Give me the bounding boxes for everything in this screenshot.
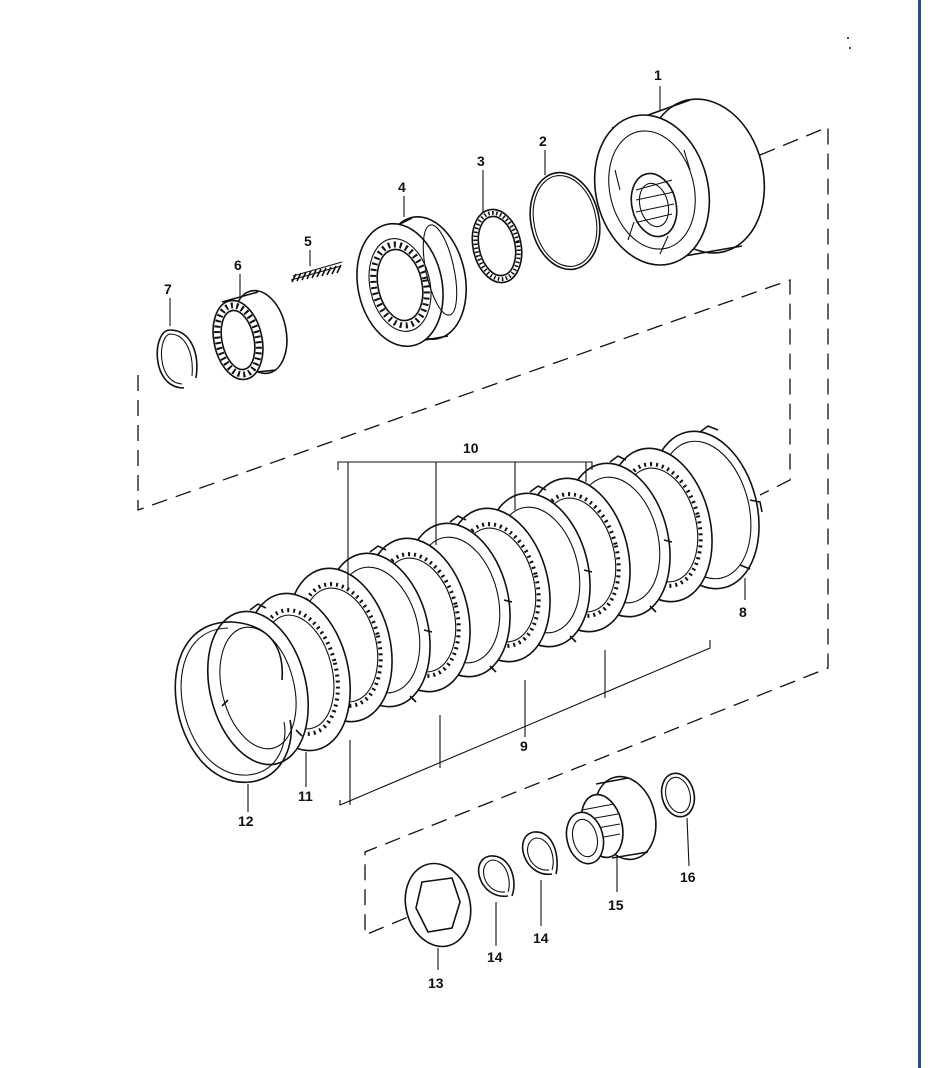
assembly-dashed-lines <box>137 126 829 936</box>
callout-3: 3 <box>477 153 485 169</box>
part-1-clutch-drum <box>593 98 766 266</box>
part-13-thrust-washer <box>404 862 472 948</box>
clutch-disc-pack <box>206 425 763 766</box>
callout-12: 12 <box>238 813 254 829</box>
callout-14b: 14 <box>533 930 549 946</box>
right-page-edge <box>918 0 934 1068</box>
part-16-small-ring <box>660 772 696 818</box>
callout-14a: 14 <box>487 949 503 965</box>
callout-4: 4 <box>398 179 406 195</box>
part-4-piston <box>356 215 467 348</box>
scan-specks <box>847 37 851 49</box>
callout-2: 2 <box>539 133 547 149</box>
disc-outer-plate <box>206 603 310 766</box>
callout-labels: 1 2 3 4 5 6 7 8 9 10 11 12 13 14 14 15 1… <box>164 67 747 991</box>
callout-5: 5 <box>304 233 312 249</box>
callout-16: 16 <box>680 869 696 885</box>
part-3-toothed-ring <box>471 208 523 284</box>
part-14-seal-rings <box>477 831 558 897</box>
callout-11: 11 <box>298 788 313 804</box>
disc-group-brackets <box>337 461 711 806</box>
callout-6: 6 <box>234 257 242 273</box>
callout-10: 10 <box>463 440 479 456</box>
callout-15: 15 <box>608 897 624 913</box>
callout-7: 7 <box>164 281 172 297</box>
callout-8: 8 <box>739 604 747 620</box>
callout-9: 9 <box>520 738 528 754</box>
part-5-spring <box>290 261 343 283</box>
callout-leader-lines <box>169 86 746 970</box>
callout-1: 1 <box>654 67 662 83</box>
part-2-seal-ring <box>529 171 601 271</box>
part-7-snap-ring <box>156 329 198 389</box>
part-15-hub-carrier <box>565 775 657 865</box>
part-12-large-snap-ring <box>174 621 292 783</box>
callout-13: 13 <box>428 975 444 991</box>
part-6-bearing-hub <box>212 289 288 381</box>
